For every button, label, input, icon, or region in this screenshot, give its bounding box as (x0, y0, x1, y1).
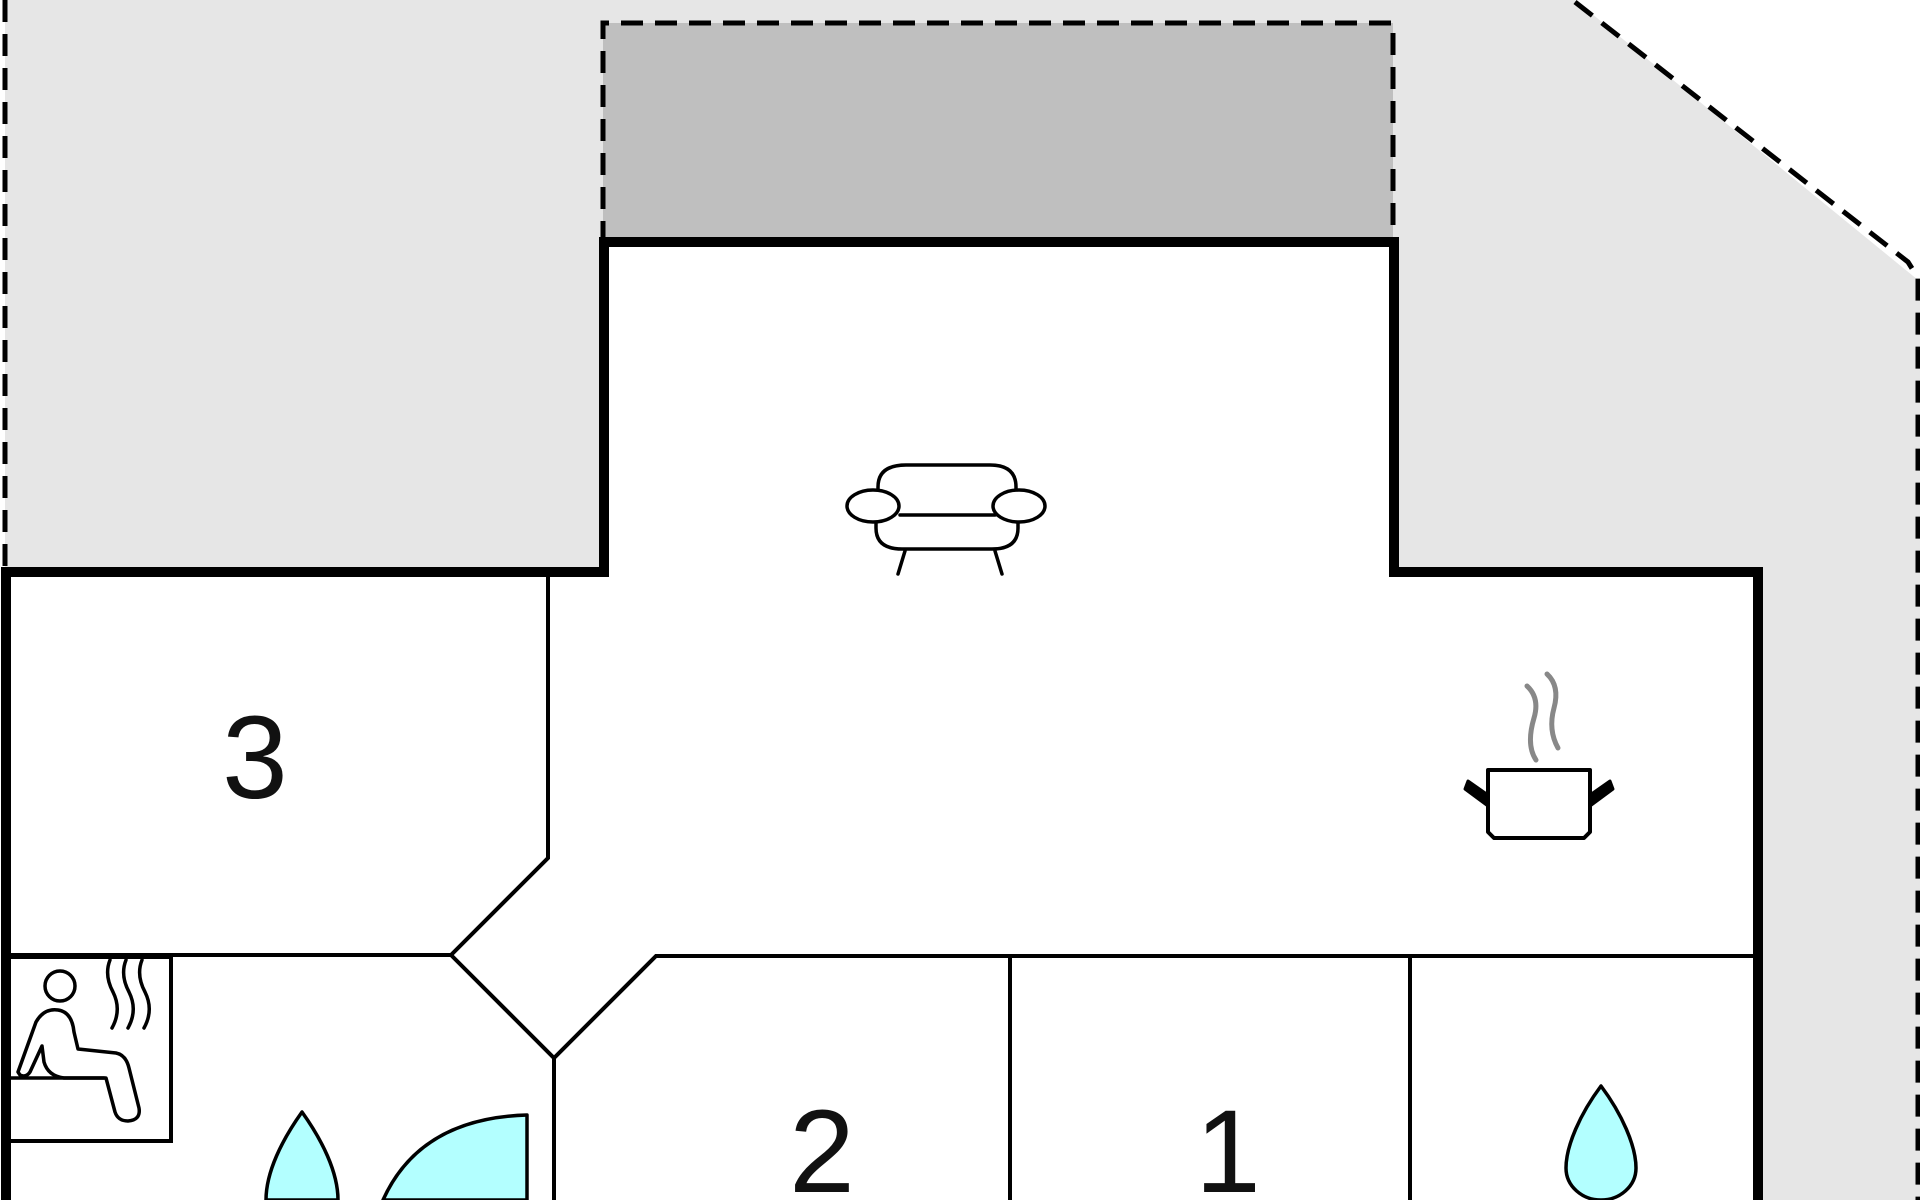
plot-boundary (1573, 0, 1920, 1200)
cooking-pot-icon (1463, 671, 1615, 840)
terrace-boundary (600, 20, 1396, 243)
room-2-label: 2 (789, 1086, 855, 1200)
house-footprint (6, 242, 1758, 1200)
water-drop-icon (264, 1110, 340, 1200)
interior-walls (6, 575, 1755, 1200)
terrace (603, 23, 1393, 243)
sofa-icon (845, 463, 1047, 576)
room-1-label: 1 (1195, 1086, 1261, 1200)
room-3-label: 3 (222, 692, 288, 824)
water-drop-icon (1564, 1084, 1638, 1200)
sauna-icon (8, 958, 151, 1123)
exterior-wall (1, 237, 1763, 1200)
